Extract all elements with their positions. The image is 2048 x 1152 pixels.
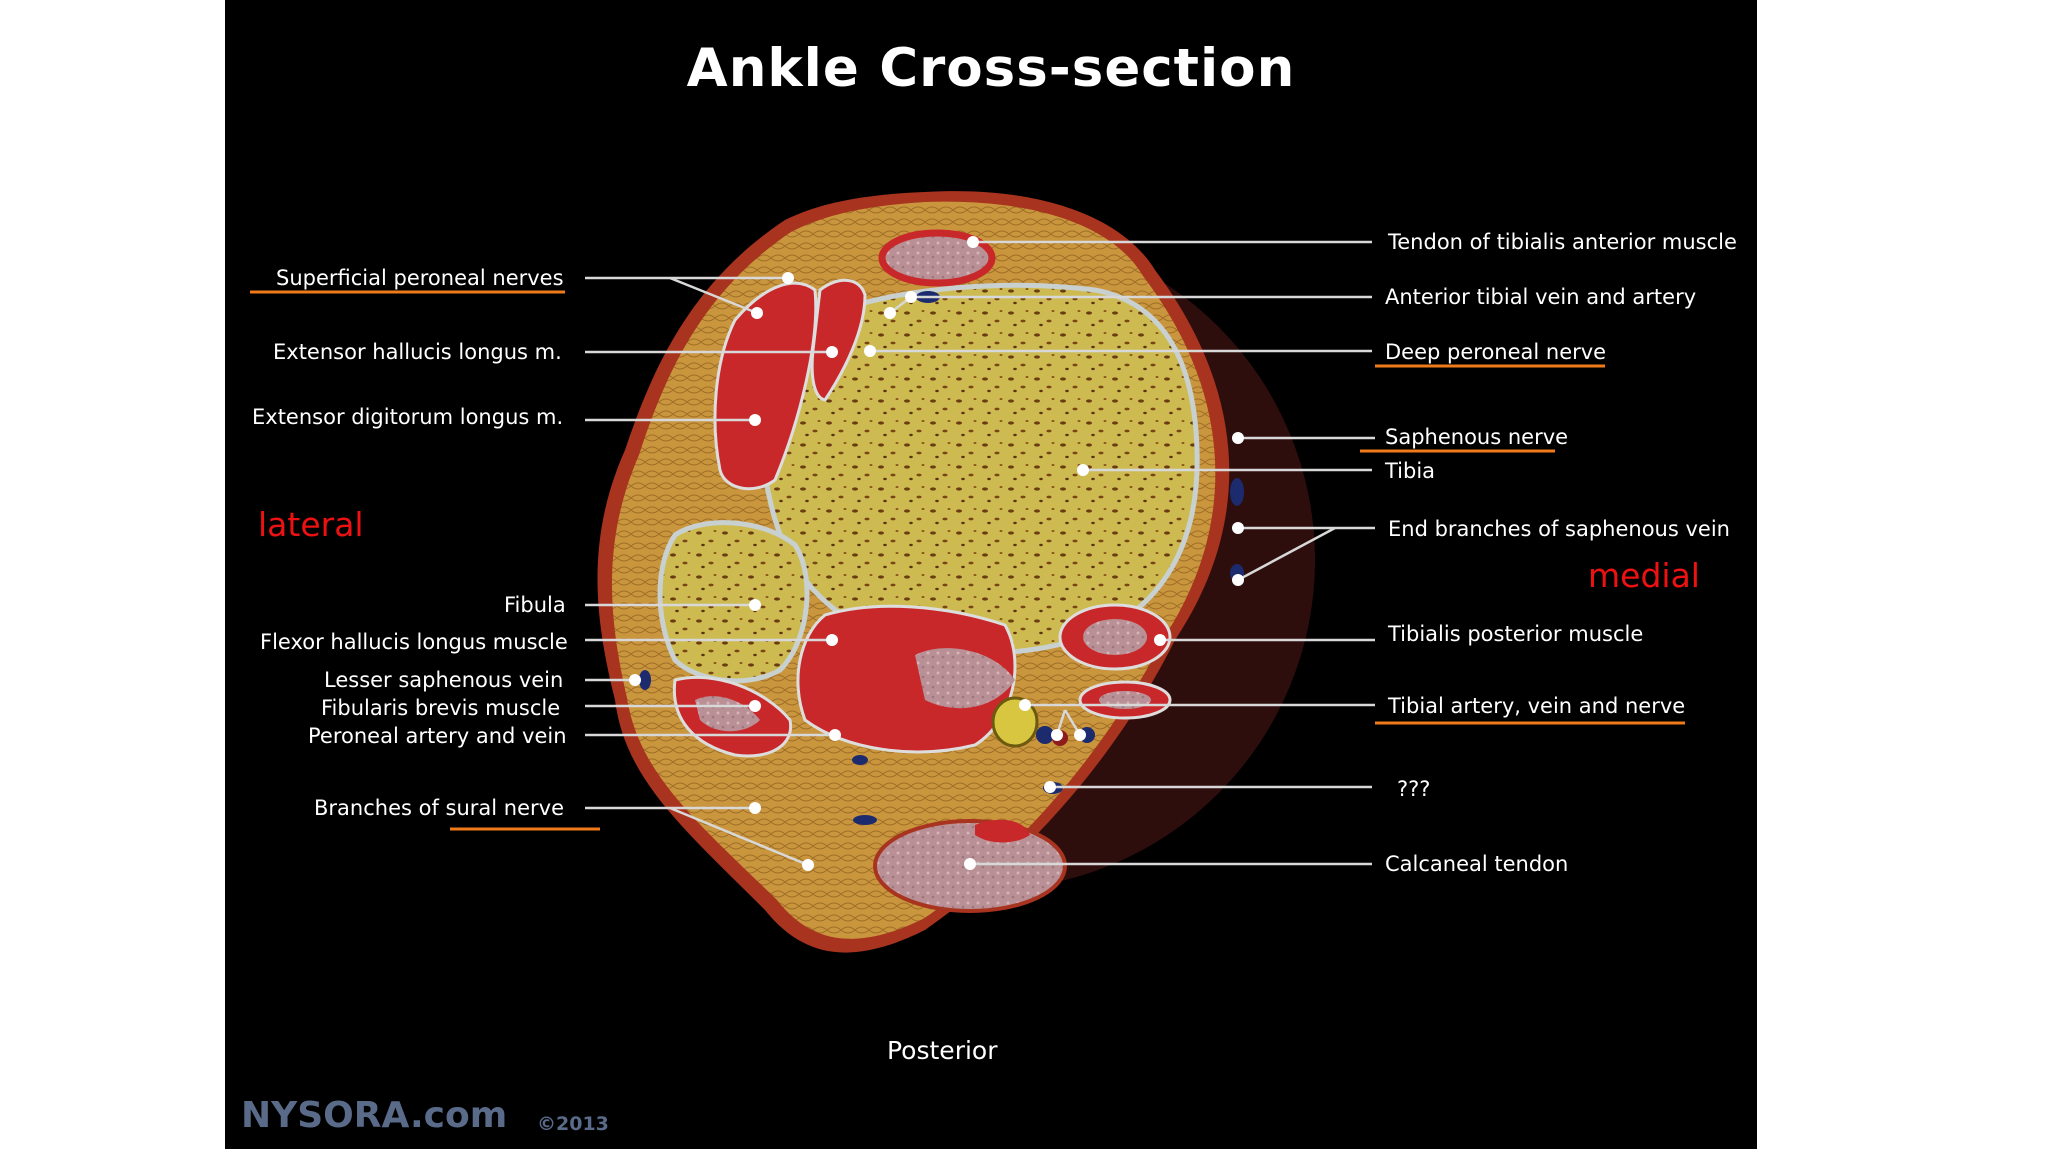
label-tibia: Tibia	[1385, 459, 1436, 483]
label-end-branches-saphenous-vein: End branches of saphenous vein	[1388, 517, 1730, 541]
label-superficial-peroneal-nerves: Superficial peroneal nerves	[276, 266, 564, 290]
leader-lines	[585, 240, 1375, 867]
label-peroneal-artery-vein: Peroneal artery and vein	[308, 724, 567, 748]
extensor-digitorum-muscle	[713, 281, 818, 491]
label-calcaneal-tendon: Calcaneal tendon	[1385, 852, 1569, 876]
ankle-cross-section-illustration	[250, 191, 1685, 953]
flexor-hallucis-muscle	[796, 604, 1017, 754]
label-flexor-hallucis-longus: Flexor hallucis longus muscle	[260, 630, 568, 654]
lateral-label: lateral	[258, 505, 364, 544]
label-lesser-saphenous-vein: Lesser saphenous vein	[324, 668, 564, 692]
label-saphenous-nerve: Saphenous nerve	[1385, 425, 1569, 449]
label-branches-sural-nerve: Branches of sural nerve	[314, 796, 565, 820]
slide-title: Ankle Cross-section	[686, 38, 1296, 99]
label-unknown-structure: ???	[1397, 777, 1431, 801]
label-fibularis-brevis: Fibularis brevis muscle	[321, 696, 561, 720]
label-tibialis-posterior-muscle: Tibialis posterior muscle	[1388, 622, 1644, 646]
label-anterior-tibial-vein-artery: Anterior tibial vein and artery	[1385, 285, 1697, 309]
nysora-logo: NYSORA.com	[241, 1095, 508, 1136]
extensor-hallucis-muscle	[810, 279, 867, 402]
slide: Ankle Cross-section Superficial peroneal…	[225, 0, 1757, 1149]
leader-dots	[629, 236, 1244, 871]
tibialis-anterior-tendon	[878, 229, 996, 287]
label-tibialis-anterior-tendon: Tendon of tibialis anterior muscle	[1388, 230, 1737, 254]
fibula-bone	[657, 520, 810, 684]
copyright-text: ©2013	[537, 1113, 609, 1135]
label-fibula: Fibula	[504, 593, 566, 617]
label-deep-peroneal-nerve: Deep peroneal nerve	[1385, 340, 1607, 364]
medial-label: medial	[1588, 556, 1700, 595]
posterior-label: Posterior	[887, 1036, 998, 1065]
label-extensor-hallucis-longus: Extensor hallucis longus m.	[273, 340, 562, 364]
label-extensor-digitorum-longus: Extensor digitorum longus m.	[252, 405, 564, 429]
underlines	[250, 290, 1685, 831]
label-tibial-artery-vein-nerve: Tibial artery, vein and nerve	[1388, 694, 1686, 718]
